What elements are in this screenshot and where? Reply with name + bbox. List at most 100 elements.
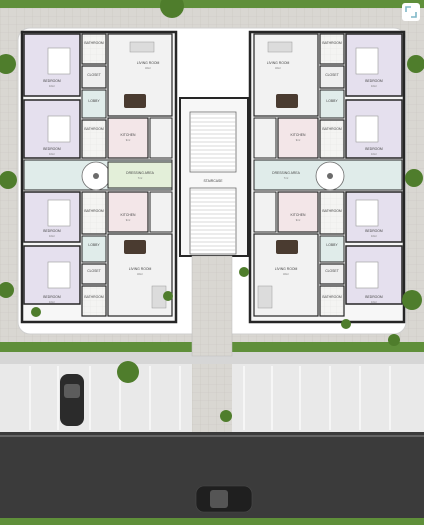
- expand-icon[interactable]: [402, 3, 420, 21]
- bathroom: [319, 191, 345, 235]
- label-lobby: LOBBY: [88, 99, 100, 103]
- label-bedroom: BEDROOM: [43, 147, 61, 151]
- svg-text:9m²: 9m²: [296, 138, 301, 142]
- bed: [355, 115, 379, 143]
- label-bathroom: BATHROOM: [322, 41, 342, 45]
- svg-text:7m²: 7m²: [284, 176, 289, 180]
- bed: [47, 115, 71, 143]
- label-bathroom: BATHROOM: [84, 127, 104, 131]
- tree: [0, 282, 14, 298]
- svg-text:10m²: 10m²: [371, 84, 377, 88]
- label-dressing-area: DRESSING AREA: [126, 171, 154, 175]
- bed: [47, 261, 71, 289]
- svg-text:10m²: 10m²: [49, 300, 55, 304]
- label-bedroom: BEDROOM: [365, 79, 383, 83]
- closet: [319, 263, 345, 285]
- tree: [0, 171, 17, 189]
- bed: [47, 47, 71, 75]
- tree: [0, 54, 16, 74]
- label-closet: CLOSET: [325, 73, 339, 77]
- label-bedroom: BEDROOM: [365, 295, 383, 299]
- closet: [81, 65, 107, 89]
- tree: [402, 290, 422, 310]
- kitchen: [277, 191, 319, 233]
- bathroom: [81, 33, 107, 65]
- parked-car: [60, 374, 84, 426]
- dining-table: [276, 240, 298, 254]
- bathroom: [319, 119, 345, 159]
- svg-text:9m²: 9m²: [126, 218, 131, 222]
- label-staircase: STAIRCASE: [204, 179, 224, 183]
- svg-text:10m²: 10m²: [371, 234, 377, 238]
- kitchen: [107, 117, 149, 159]
- kitchen: [107, 191, 149, 233]
- svg-text:10m²: 10m²: [371, 152, 377, 156]
- tree: [407, 55, 424, 73]
- label-bedroom: BEDROOM: [365, 147, 383, 151]
- svg-text:7m²: 7m²: [138, 176, 143, 180]
- svg-text:9m²: 9m²: [126, 138, 131, 142]
- sidewalk: [0, 352, 424, 364]
- label-lobby: LOBBY: [326, 99, 338, 103]
- tree: [388, 334, 400, 346]
- lobby: [81, 235, 107, 263]
- bathroom: [81, 285, 107, 317]
- label-bathroom: BATHROOM: [84, 295, 104, 299]
- closet: [81, 263, 107, 285]
- tree: [31, 307, 41, 317]
- tree: [117, 361, 139, 383]
- svg-text:32m²: 32m²: [145, 66, 151, 70]
- label-bathroom: BATHROOM: [84, 41, 104, 45]
- bed: [47, 199, 71, 227]
- top-hedge: [0, 0, 424, 8]
- bed: [355, 199, 379, 227]
- label-closet: CLOSET: [87, 269, 101, 273]
- tree: [405, 169, 423, 187]
- label-kitchen: KITCHEN: [121, 213, 136, 217]
- bathroom: [319, 285, 345, 317]
- bed: [355, 261, 379, 289]
- label-bathroom: BATHROOM: [322, 209, 342, 213]
- lobby: [319, 89, 345, 119]
- tree: [220, 410, 232, 422]
- label-bedroom: BEDROOM: [365, 229, 383, 233]
- lobby: [81, 89, 107, 119]
- sofa: [129, 41, 155, 53]
- entrance-path: [191, 255, 233, 357]
- svg-text:32m²: 32m²: [283, 272, 289, 276]
- label-kitchen: KITCHEN: [291, 133, 306, 137]
- svg-text:10m²: 10m²: [49, 234, 55, 238]
- label-bedroom: BEDROOM: [43, 295, 61, 299]
- svg-text:32m²: 32m²: [137, 272, 143, 276]
- central-staircase-core: [179, 97, 249, 257]
- bathroom: [319, 33, 345, 65]
- tree: [341, 319, 351, 329]
- svg-text:9m²: 9m²: [296, 218, 301, 222]
- label-kitchen: KITCHEN: [121, 133, 136, 137]
- road-verge: [0, 518, 424, 525]
- bathroom: [81, 191, 107, 235]
- tree: [160, 0, 184, 18]
- label-living-room: LIVING ROOM: [275, 267, 298, 271]
- closet: [319, 65, 345, 89]
- label-lobby: LOBBY: [88, 243, 100, 247]
- label-closet: CLOSET: [325, 269, 339, 273]
- right-apartment: [248, 30, 406, 324]
- label-bedroom: BEDROOM: [43, 79, 61, 83]
- tree: [239, 267, 249, 277]
- label-bathroom: BATHROOM: [84, 209, 104, 213]
- svg-text:32m²: 32m²: [275, 66, 281, 70]
- car-on-road: [195, 485, 253, 513]
- label-living-room: LIVING ROOM: [137, 61, 160, 65]
- lobby: [319, 235, 345, 263]
- dressing-area: [107, 161, 173, 189]
- label-bathroom: BATHROOM: [322, 127, 342, 131]
- label-living-room: LIVING ROOM: [129, 267, 152, 271]
- svg-text:10m²: 10m²: [49, 84, 55, 88]
- dining-table: [124, 94, 146, 108]
- left-apartment: [20, 30, 178, 324]
- tree: [163, 291, 173, 301]
- kitchen: [277, 117, 319, 159]
